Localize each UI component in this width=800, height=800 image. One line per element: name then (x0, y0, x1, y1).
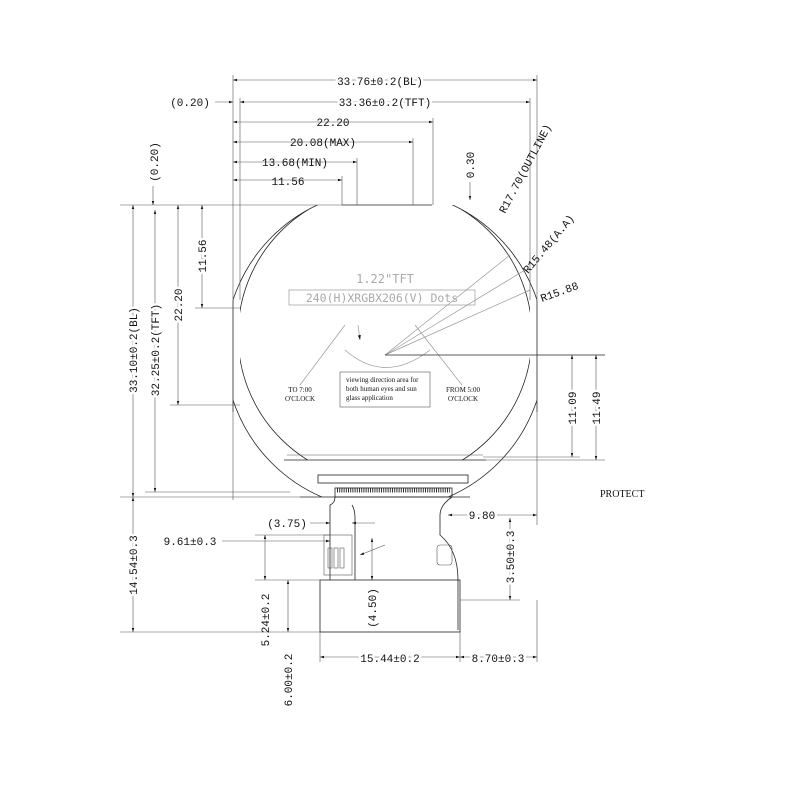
viewing-arc (344, 349, 431, 368)
dim-h-11-56: 11.56 (198, 239, 210, 272)
dim-9-80: 9.80 (469, 511, 495, 523)
dim-9-61: 9.61±0.3 (164, 537, 217, 549)
dim-5-24: 5.24±0.2 (261, 594, 273, 647)
dim-3-75: (3.75) (267, 519, 307, 531)
dim-11-49: 11.49 (592, 391, 604, 424)
protect-label: PROTECT (600, 489, 644, 500)
dim-tft-height: 32.25±0.2(TFT) (151, 304, 163, 396)
radius-15-88: R15.88 (539, 281, 580, 306)
dim-0-20-top: (0.20) (150, 142, 162, 182)
to-label-1: TO 7:00 (288, 386, 312, 394)
dim-8-70: 8.70±0.3 (472, 654, 525, 666)
radius-outline: R17.70(OUTLINE) (498, 123, 555, 216)
dim-11-56: 11.56 (271, 177, 304, 189)
display-title: 1.22"TFT (356, 272, 414, 286)
dim-20-08: 20.08(MAX) (290, 138, 356, 150)
svg-text:FROM 5:00O'CLOCK: FROM 5:00O'CLOCK (446, 386, 481, 403)
dim-bl-width: 33.76±0.2(BL) (337, 77, 423, 89)
active-area-outline (240, 210, 530, 461)
dim-bl-height: 33.10±0.2(BL) (129, 307, 141, 393)
dim-offset-left: (0.20) (170, 98, 210, 110)
dim-tft-width: 33.36±0.2(TFT) (339, 98, 431, 110)
dim-4-50: (4.50) (368, 588, 380, 628)
viewing-note-2: both human eyes and sun (346, 385, 417, 393)
viewing-note-1: viewing direction area for (346, 376, 419, 384)
to-label-2: O'CLOCK (285, 395, 315, 403)
display-resolution: 240(H)XRGBX206(V) Dots (306, 291, 458, 305)
from-label-2: O'CLOCK (448, 395, 478, 403)
dim-h-22-20: 22.20 (174, 288, 186, 321)
from-label-1: FROM 5:00 (446, 386, 481, 394)
svg-text:TO 7:00O'CLOCK: TO 7:00O'CLOCK (285, 386, 315, 403)
fpc (317, 474, 469, 633)
viewing-note-3: glass application (346, 394, 393, 402)
dim-13-68: 13.68(MIN) (262, 158, 328, 170)
resolution-box (288, 289, 476, 306)
dim-22-20: 22.20 (316, 118, 349, 130)
dim-6-00: 6.00±0.2 (284, 654, 296, 707)
dim-3-50: 3.50±0.3 (506, 531, 518, 584)
bl-outline (232, 204, 538, 498)
dim-15-44: 15.44±0.2 (360, 654, 419, 666)
viewing-note-box (339, 371, 431, 408)
dim-0-30: 0.30 (466, 152, 478, 178)
dim-11-09: 11.09 (568, 391, 580, 424)
dim-14-54: 14.54±0.3 (129, 535, 141, 594)
